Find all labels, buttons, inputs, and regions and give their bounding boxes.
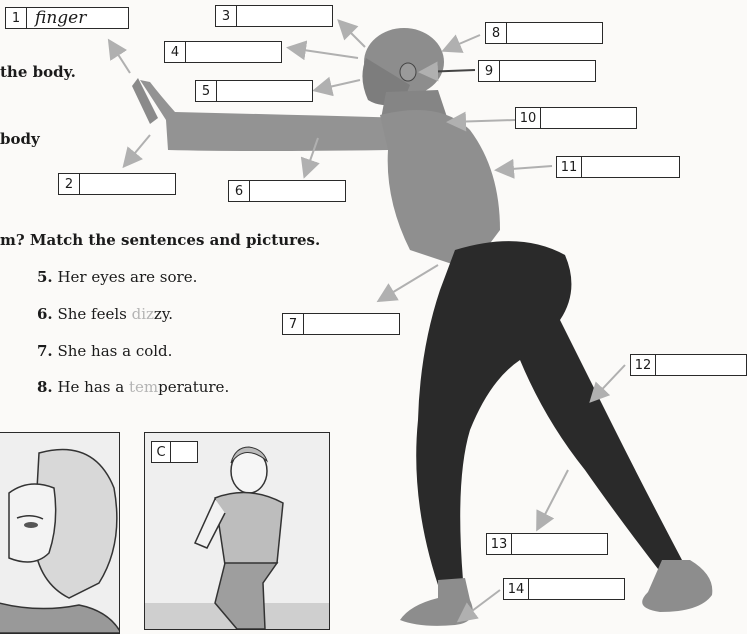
- label-answer[interactable]: finger: [27, 8, 128, 28]
- sentence-text: He has a: [57, 378, 129, 396]
- sentence-number: 7.: [37, 342, 53, 360]
- picture-letter: C: [152, 442, 171, 462]
- label-number: 13: [487, 534, 512, 554]
- label-number: 10: [516, 108, 541, 128]
- label-box-7[interactable]: 7: [282, 313, 400, 335]
- sentence-5: 5. Her eyes are sore.: [37, 268, 197, 286]
- sentence-stress-syllable: tem: [129, 378, 158, 396]
- label-number: 14: [504, 579, 529, 599]
- sentence-7: 7. She has a cold.: [37, 342, 172, 360]
- label-box-14[interactable]: 14: [503, 578, 625, 600]
- label-box-1[interactable]: 1 finger: [5, 7, 129, 29]
- label-box-13[interactable]: 13: [486, 533, 608, 555]
- label-number: 1: [6, 8, 27, 28]
- label-number: 2: [59, 174, 80, 194]
- label-answer[interactable]: [186, 42, 281, 62]
- label-answer[interactable]: [250, 181, 345, 201]
- label-answer[interactable]: [582, 157, 679, 177]
- sentence-text-rest: perature.: [158, 378, 229, 396]
- label-box-2[interactable]: 2: [58, 173, 176, 195]
- label-answer[interactable]: [304, 314, 399, 334]
- label-box-10[interactable]: 10: [515, 107, 637, 129]
- sentence-text-rest: zy.: [154, 305, 173, 323]
- label-number: 6: [229, 181, 250, 201]
- picture-label-c: C: [151, 441, 198, 463]
- label-box-5[interactable]: 5: [195, 80, 313, 102]
- label-answer[interactable]: [541, 108, 636, 128]
- label-box-4[interactable]: 4: [164, 41, 282, 63]
- label-number: 11: [557, 157, 582, 177]
- label-box-11[interactable]: 11: [556, 156, 680, 178]
- woman-illustration: [0, 433, 119, 633]
- label-number: 4: [165, 42, 186, 62]
- picture-panel-woman: [0, 432, 120, 634]
- label-answer[interactable]: [237, 6, 332, 26]
- instruction-line-2: body: [0, 130, 40, 148]
- label-answer[interactable]: [80, 174, 175, 194]
- instruction-line-1: the body.: [0, 63, 76, 81]
- picture-panel-c: C: [144, 432, 330, 630]
- label-number: 3: [216, 6, 237, 26]
- label-answer[interactable]: [529, 579, 624, 599]
- picture-answer-field[interactable]: [171, 442, 197, 462]
- label-answer[interactable]: [507, 23, 602, 43]
- label-answer[interactable]: [500, 61, 595, 81]
- label-number: 12: [631, 355, 656, 375]
- sentence-number: 8.: [37, 378, 53, 396]
- sentence-6: 6. She feels dizzy.: [37, 305, 173, 323]
- sentence-8: 8. He has a temperature.: [37, 378, 229, 396]
- label-box-8[interactable]: 8: [485, 22, 603, 44]
- instruction-line-3: m? Match the sentences and pictures.: [0, 231, 320, 249]
- sentence-stress-syllable: diz: [132, 305, 154, 323]
- sentence-text: She has a cold.: [57, 342, 172, 360]
- label-box-12[interactable]: 12: [630, 354, 747, 376]
- sentence-number: 6.: [37, 305, 53, 323]
- sentence-text: She feels: [57, 305, 131, 323]
- label-answer[interactable]: [512, 534, 607, 554]
- label-box-6[interactable]: 6: [228, 180, 346, 202]
- label-number: 9: [479, 61, 500, 81]
- label-box-9[interactable]: 9: [478, 60, 596, 82]
- sentence-text: Her eyes are sore.: [57, 268, 197, 286]
- label-answer[interactable]: [217, 81, 312, 101]
- label-answer[interactable]: [656, 355, 746, 375]
- label-number: 5: [196, 81, 217, 101]
- label-box-3[interactable]: 3: [215, 5, 333, 27]
- label-number: 7: [283, 314, 304, 334]
- label-number: 8: [486, 23, 507, 43]
- sentence-number: 5.: [37, 268, 53, 286]
